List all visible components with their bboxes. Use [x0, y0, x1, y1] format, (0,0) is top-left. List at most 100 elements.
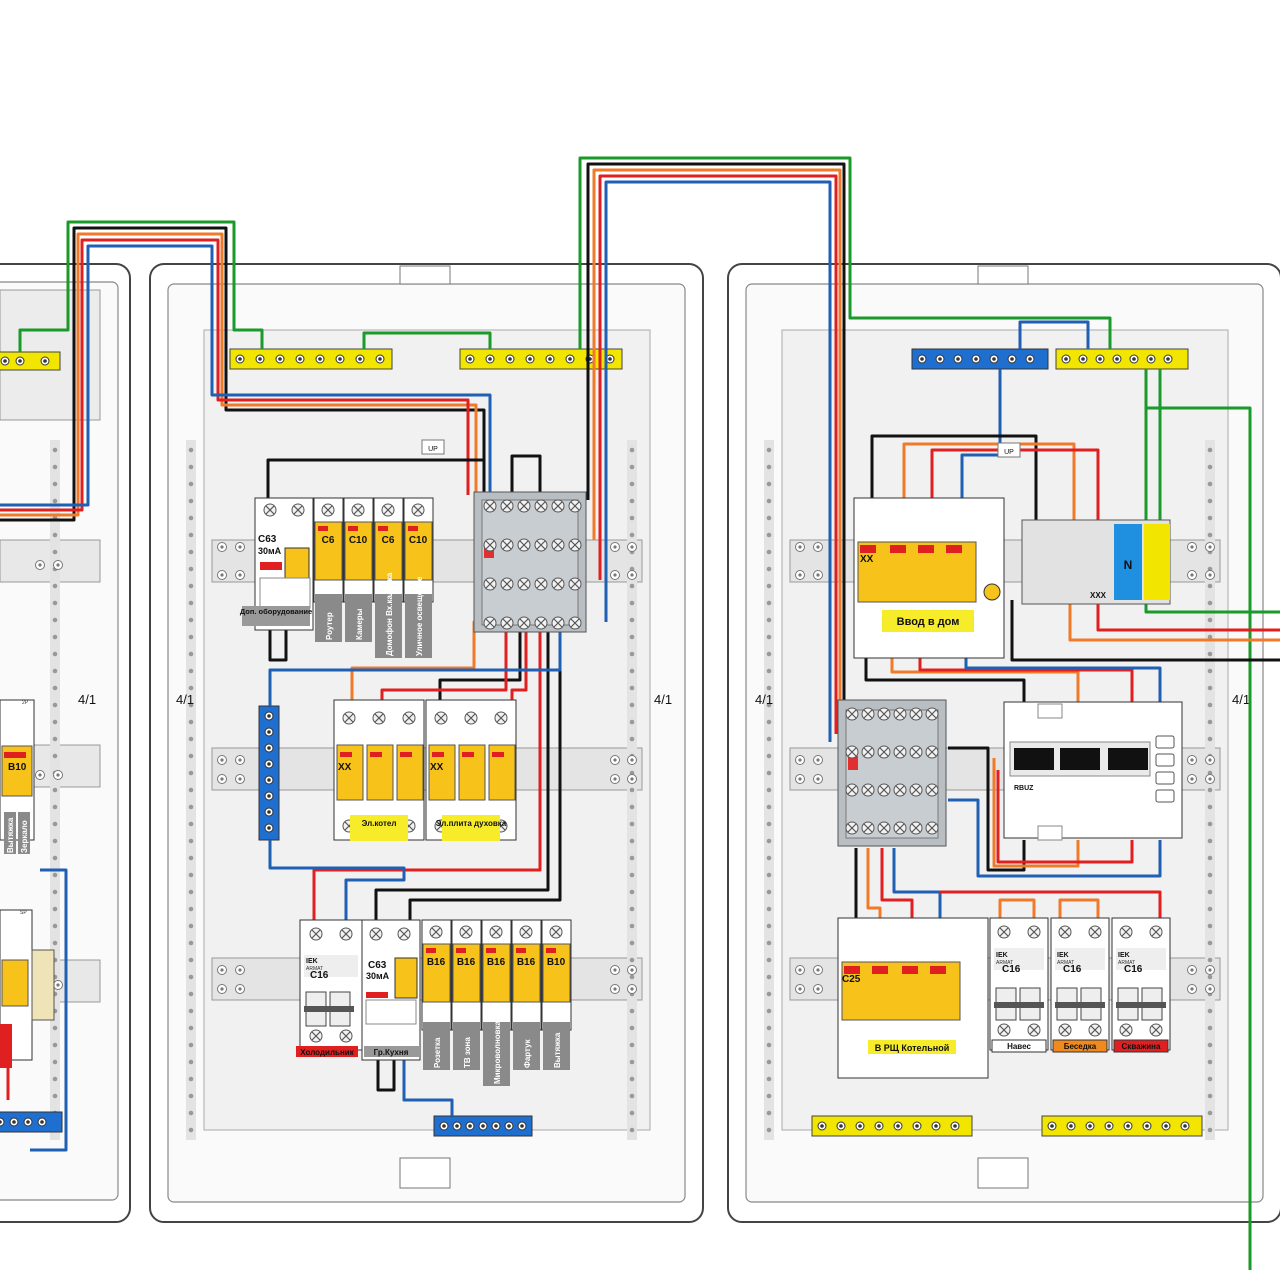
strip-hole [52, 753, 58, 759]
terminal-screw [504, 1121, 514, 1131]
terminal-screw [551, 538, 565, 552]
vertical-blue-bus [258, 705, 280, 841]
breaker-label-bg [483, 1022, 510, 1086]
terminal-screw [1149, 925, 1163, 939]
terminal-screw [37, 1117, 47, 1127]
strip-hole [188, 651, 194, 657]
breaker-label-bg [375, 594, 402, 658]
strip-hole [52, 889, 58, 895]
breaker-brand: IEK [996, 952, 1008, 959]
strip-hole [766, 1093, 772, 1099]
strip-hole [629, 855, 635, 861]
strip-hole [188, 872, 194, 878]
breaker-indicator [348, 526, 358, 531]
breaker-rating: C10 [349, 535, 368, 546]
strip-hole [766, 770, 772, 776]
breaker-label: Уличное освещение [415, 576, 424, 656]
strip-hole [52, 702, 58, 708]
strip-hole [1207, 464, 1213, 470]
relay-display-l3: 220 [1115, 752, 1140, 769]
terminal-screw [500, 499, 514, 513]
contactor-right [837, 699, 947, 847]
terminal-screw [372, 711, 386, 725]
strip-hole [1207, 719, 1213, 725]
strip-hole [52, 464, 58, 470]
breaker-bar [994, 1002, 1044, 1008]
terminal-screw [861, 707, 875, 721]
breaker-handle [404, 521, 433, 581]
terminal-screw [264, 775, 274, 785]
breaker-label: Розетка [433, 1037, 442, 1068]
terminal-screw [1078, 354, 1088, 364]
side-label: 4/1 [78, 692, 96, 707]
fridge-brand: IEK [306, 958, 318, 965]
strip-hole [629, 889, 635, 895]
terminal-screw [264, 743, 274, 753]
breaker-label-bg [345, 594, 372, 642]
breaker-label-bg [442, 815, 500, 841]
breaker-label: Беседка [1064, 1042, 1097, 1051]
n-label: N [1124, 558, 1133, 572]
breaker-rating: C16 [1063, 964, 1082, 975]
breaker-face [994, 948, 1044, 970]
breaker-handle [542, 943, 571, 1003]
right-breakers: IEKARMATC16НавесIEKARMATC16БеседкаIEKARM… [989, 917, 1171, 1053]
terminal-screw [935, 354, 945, 364]
strip-hole [629, 685, 635, 691]
strip-hole [629, 1093, 635, 1099]
up-mark-right: UP [997, 442, 1021, 458]
terminal-screw [551, 616, 565, 630]
strip-hole [52, 634, 58, 640]
strip-hole [188, 515, 194, 521]
breaker-indicator [408, 526, 418, 531]
strip-hole [188, 617, 194, 623]
strip-hole [766, 1025, 772, 1031]
terminal-screw [565, 354, 575, 364]
terminal-screw [917, 354, 927, 364]
strip-hole [52, 651, 58, 657]
strip-hole [629, 447, 635, 453]
strip-hole [766, 957, 772, 963]
breaker-rating: C10 [409, 535, 428, 546]
strip-hole [188, 787, 194, 793]
breaker-indicator [378, 526, 388, 531]
breaker-label: Навес [1007, 1042, 1031, 1051]
terminal-screw [485, 354, 495, 364]
breaker-label: Эл.плита духовка [436, 819, 507, 828]
terminal-screw [1007, 354, 1017, 364]
strip-hole [766, 940, 772, 946]
strip-hole [1207, 838, 1213, 844]
terminal-screw [1027, 1023, 1041, 1037]
strip-hole [629, 804, 635, 810]
terminal-screw [517, 499, 531, 513]
terminal-screw [950, 1121, 960, 1131]
strip-hole [188, 889, 194, 895]
terminal-screw [568, 577, 582, 591]
terminal-screw [0, 1117, 5, 1127]
strip-hole [629, 940, 635, 946]
terminal-screw [534, 616, 548, 630]
breaker-indicator [462, 752, 474, 757]
terminal-screw [375, 354, 385, 364]
strip-hole [52, 719, 58, 725]
strip-hole [629, 787, 635, 793]
terminal-screw [439, 1121, 449, 1131]
terminal-screw [429, 925, 443, 939]
strip-hole [1207, 1110, 1213, 1116]
strip-hole [1207, 1025, 1213, 1031]
terminal-screw [925, 745, 939, 759]
strip-hole [52, 940, 58, 946]
strip-hole [766, 719, 772, 725]
terminal-screw [321, 503, 335, 517]
strip-hole [1207, 872, 1213, 878]
strip-hole [1207, 532, 1213, 538]
breaker-indicator [340, 752, 352, 757]
strip-hole [629, 702, 635, 708]
strip-hole [766, 974, 772, 980]
terminal-screw [925, 821, 939, 835]
strip-hole [766, 549, 772, 555]
